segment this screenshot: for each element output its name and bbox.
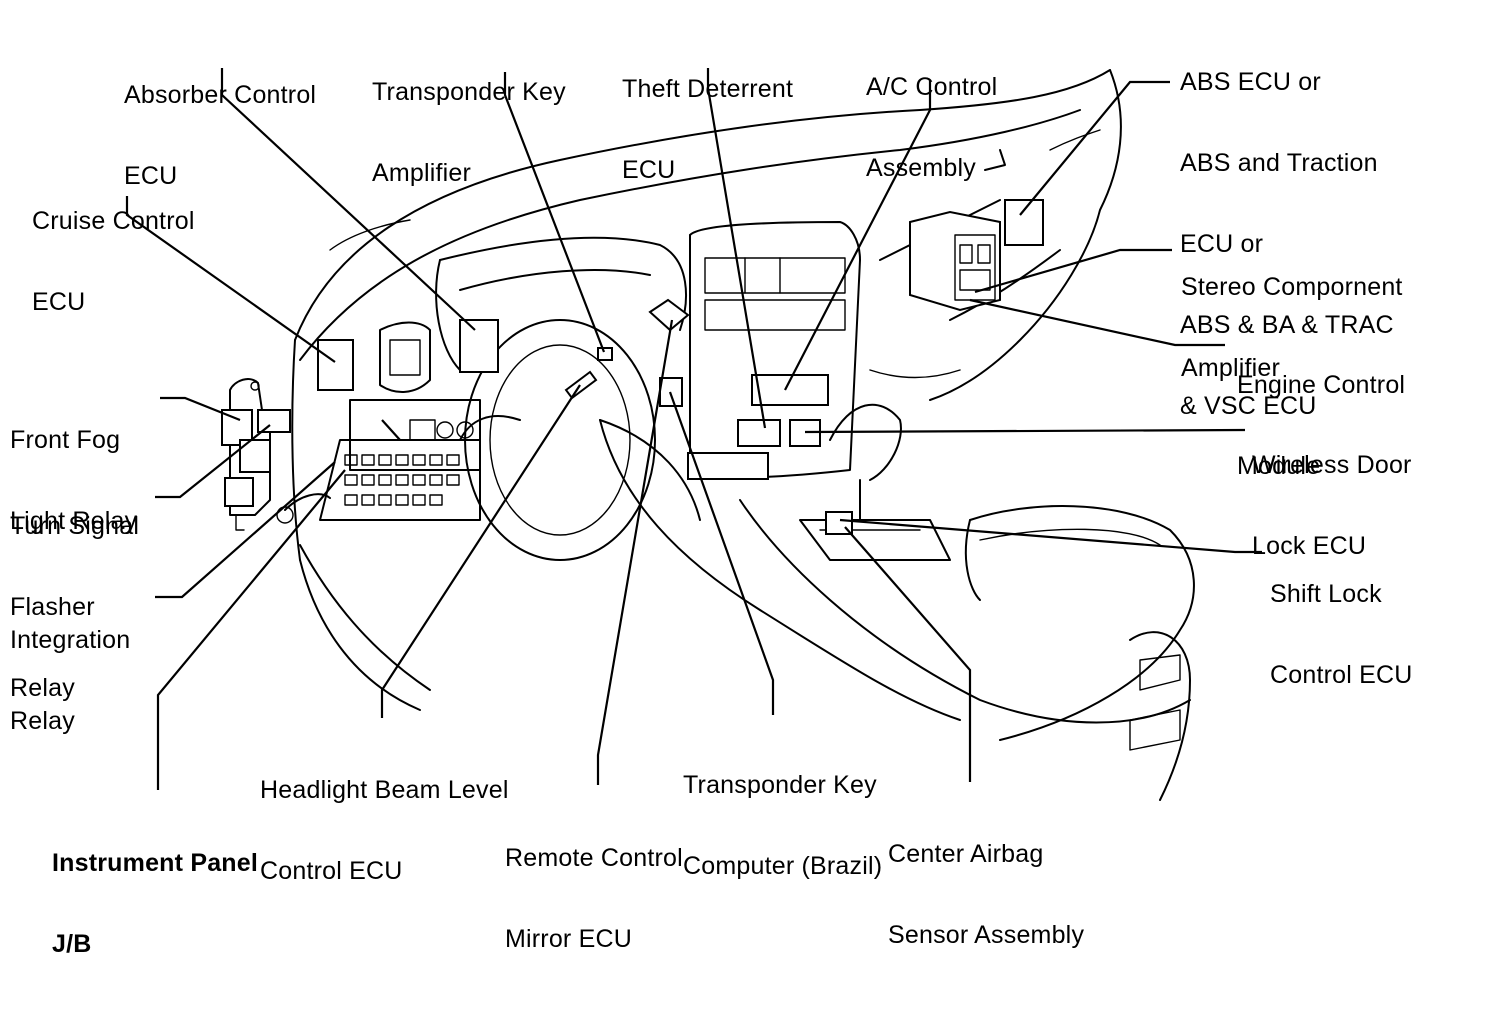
label-line: A/C Control [866, 73, 998, 101]
label-line: Relay [10, 674, 75, 702]
label-line: Amplifier [372, 159, 472, 187]
label-line: Engine Control [1237, 371, 1406, 399]
label-absorber-control-ecu: Absorber Control ECU [124, 28, 316, 244]
dashboard-line-drawing [125, 68, 1262, 801]
label-remote-control-mirror-ecu: Remote Control Mirror ECU [505, 791, 683, 1007]
label-line: Light Relay [10, 507, 138, 535]
label-line: Assembly [866, 154, 976, 182]
jb-fuse-grid [344, 454, 460, 506]
label-line: Absorber Control [124, 81, 317, 109]
label-line: Control ECU [260, 857, 403, 885]
label-line: Center Airbag [888, 840, 1044, 868]
label-line: ECU [124, 162, 178, 190]
label-line: Amplifier [1181, 354, 1281, 382]
label-shift-lock-control-ecu: Shift Lock Control ECU [1270, 527, 1413, 743]
label-line: ECU [32, 288, 86, 316]
label-line: Stereo Compornent [1181, 273, 1403, 301]
label-line: ECU or [1180, 230, 1264, 258]
label-line: Mirror ECU [505, 925, 632, 953]
label-line: ABS ECU or [1180, 68, 1321, 96]
label-line: Remote Control [505, 844, 683, 872]
label-line: Computer (Brazil) [683, 852, 883, 880]
label-abs-ecu: ABS ECU or ABS and Traction ECU or ABS &… [1180, 15, 1394, 474]
component-boxes [317, 199, 1044, 535]
label-line: ECU [622, 156, 676, 184]
label-stereo-component-amplifier: Stereo Compornent Amplifier [1181, 220, 1403, 436]
label-line: Wireless Door [1252, 451, 1412, 479]
label-integration-relay: Integration Relay [10, 573, 130, 789]
label-line: Sensor Assembly [888, 921, 1085, 949]
label-line: Shift Lock [1270, 580, 1382, 608]
label-line: Cruise Control [32, 207, 195, 235]
label-headlight-beam-level-control-ecu: Headlight Beam Level Control ECU [260, 723, 509, 939]
leader-lines [125, 68, 1262, 790]
label-center-airbag-sensor-assembly: Center Airbag Sensor Assembly [888, 787, 1084, 1003]
label-line: Integration [10, 626, 131, 654]
label-line: Theft Deterrent [622, 75, 794, 103]
label-line: ABS & BA & TRAC [1180, 311, 1394, 339]
label-line: & VSC ECU [1180, 392, 1317, 420]
label-turn-signal-flasher-relay: Turn Signal Flasher Relay [10, 459, 139, 756]
label-line: Transponder Key [683, 771, 877, 799]
label-line: Front Fog [10, 426, 121, 454]
label-line: Headlight Beam Level [260, 776, 509, 804]
label-transponder-key-amplifier: Transponder Key Amplifier [372, 25, 566, 241]
label-line: Instrument Panel [52, 849, 259, 877]
label-line: Flasher [10, 593, 95, 621]
dashboard-outline [221, 69, 1195, 801]
label-instrument-panel-jb: Instrument Panel J/B [52, 796, 258, 1012]
label-wireless-door-lock-ecu: Wireless Door Lock ECU [1252, 398, 1412, 614]
label-front-fog-light-relay: Front Fog Light Relay [10, 373, 137, 589]
label-line: Transponder Key [372, 78, 566, 106]
label-line: Lock ECU [1252, 532, 1367, 560]
label-theft-deterrent-ecu: Theft Deterrent ECU [622, 22, 793, 238]
label-line: Relay [10, 707, 75, 735]
label-line: Control ECU [1270, 661, 1413, 689]
label-ac-control-assembly: A/C Control Assembly [866, 20, 997, 236]
label-cruise-control-ecu: Cruise Control ECU [32, 154, 195, 370]
label-line: ABS and Traction [1180, 149, 1378, 177]
label-line: Turn Signal [10, 512, 140, 540]
label-line: Module [1237, 452, 1321, 480]
label-transponder-key-computer-brazil: Transponder Key Computer (Brazil) [683, 718, 882, 934]
component-location-diagram: Absorber Control ECU Transponder Key Amp… [10, 15, 1413, 958]
label-engine-control-module: Engine Control Module [1237, 318, 1405, 534]
label-line: J/B [52, 930, 92, 958]
